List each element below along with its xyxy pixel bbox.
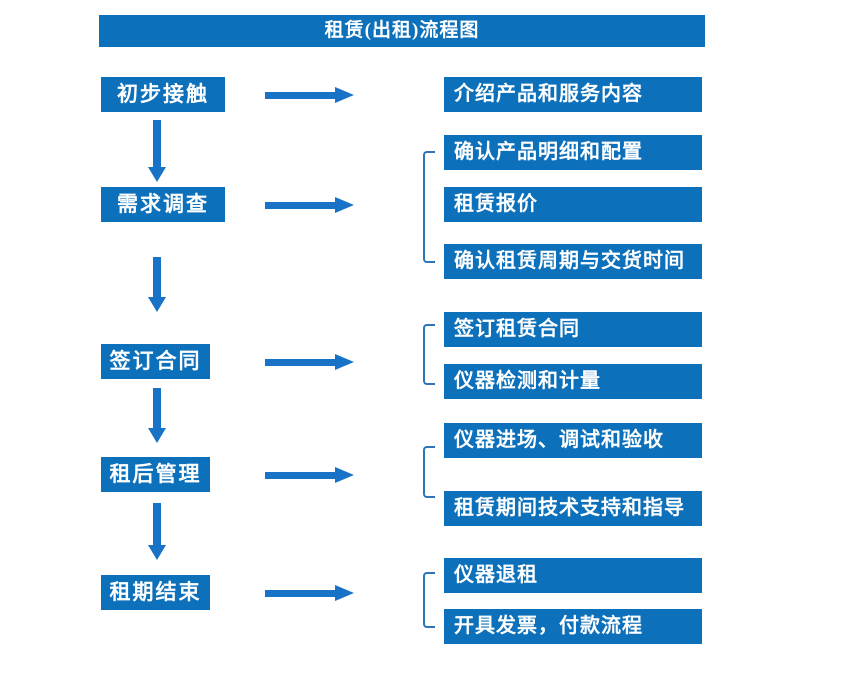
arrow-right-icon-4	[265, 467, 354, 483]
arrow-right-icon-2	[265, 197, 354, 213]
stage-box-rental-end: 租期结束	[101, 575, 210, 610]
flowchart-title: 租赁(出租)流程图	[99, 15, 705, 47]
stage-box-demand-survey: 需求调查	[101, 187, 225, 222]
arrow-right-icon-3	[265, 354, 354, 370]
detail-box-instrument-return: 仪器退租	[444, 558, 702, 593]
arrow-right-icon-1	[265, 87, 354, 103]
detail-box-technical-support: 租赁期间技术支持和指导	[444, 491, 702, 526]
arrow-right-icon-5	[265, 585, 354, 601]
detail-box-introduce-products: 介绍产品和服务内容	[444, 77, 702, 112]
stage-box-initial-contact: 初步接触	[101, 77, 225, 112]
arrow-down-icon-3	[148, 388, 166, 443]
arrow-down-icon-2	[148, 257, 166, 312]
stage-box-sign-contract: 签订合同	[101, 344, 210, 379]
stage-box-post-rental-management: 租后管理	[101, 457, 210, 492]
detail-box-instrument-setup-acceptance: 仪器进场、调试和验收	[444, 423, 702, 458]
detail-box-confirm-rental-period: 确认租赁周期与交货时间	[444, 244, 702, 279]
bracket-group-rental-end	[423, 572, 435, 628]
detail-box-rental-quotation: 租赁报价	[444, 187, 702, 222]
detail-box-sign-rental-contract: 签订租赁合同	[444, 312, 702, 347]
bracket-group-demand-survey	[423, 151, 435, 263]
detail-box-invoice-payment: 开具发票，付款流程	[444, 609, 702, 644]
arrow-down-icon-1	[148, 120, 166, 182]
bracket-group-post-rental	[423, 446, 435, 498]
detail-box-confirm-product-details: 确认产品明细和配置	[444, 135, 702, 170]
bracket-group-sign-contract	[423, 324, 435, 385]
arrow-down-icon-4	[148, 503, 166, 560]
detail-box-instrument-testing: 仪器检测和计量	[444, 364, 702, 399]
